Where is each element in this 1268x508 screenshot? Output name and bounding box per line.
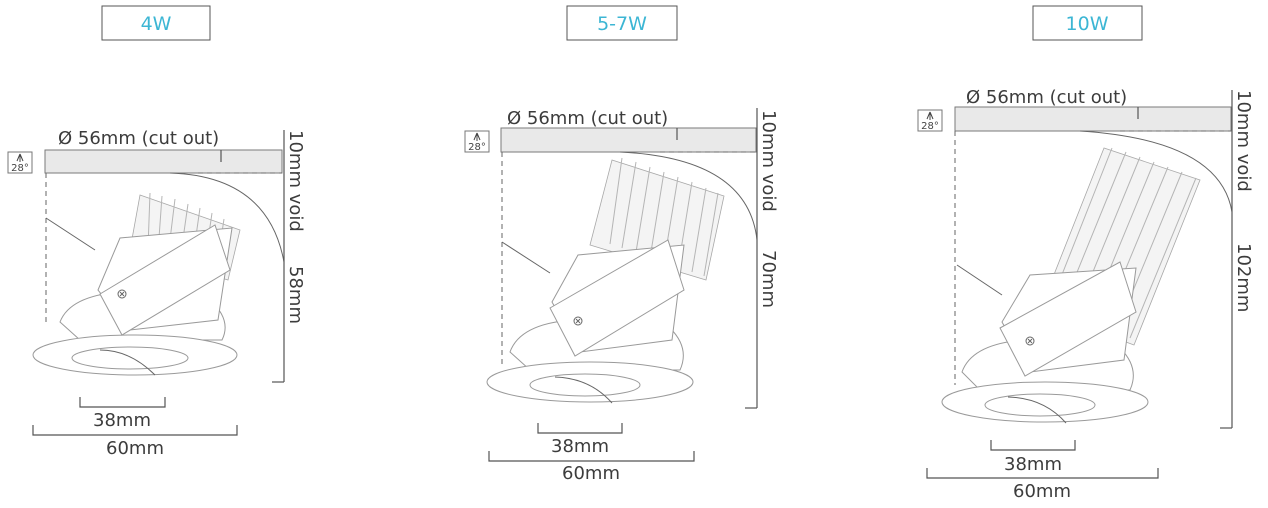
ceiling-slab <box>500 127 757 153</box>
cut-out-label: Ø 56mm (cut out) <box>966 87 1127 108</box>
height-label: 58mm <box>285 266 306 324</box>
wattage-box <box>101 5 211 41</box>
height-label: 102mm <box>1233 243 1254 312</box>
luminaire-drawing <box>32 192 241 376</box>
variant-4w: 4W 28° Ø 56mm (cut out) 10mm void 58mm <box>7 5 306 459</box>
tilt-angle-label: 28° <box>921 121 939 132</box>
inner-width-label: 38mm <box>1004 454 1062 475</box>
void-label: 10mm void <box>758 110 779 212</box>
wattage-box <box>1032 5 1143 41</box>
height-label: 70mm <box>758 250 779 308</box>
variant-10w: 10W 28° Ø 56mm (cut out) 10mm void 102mm <box>917 5 1254 502</box>
outer-width-label: 60mm <box>562 463 620 484</box>
luminaire-drawing <box>486 157 725 404</box>
wattage-label: 5-7W <box>597 13 647 35</box>
outer-width-label: 60mm <box>1013 481 1071 502</box>
luminaire-drawing <box>941 147 1201 424</box>
wattage-label: 4W <box>141 13 172 35</box>
outer-width-label: 60mm <box>106 438 164 459</box>
wattage-label: 10W <box>1066 13 1109 35</box>
tilt-angle-label: 28° <box>11 163 29 174</box>
void-label: 10mm void <box>285 130 306 232</box>
wattage-box <box>566 5 678 41</box>
ceiling-slab <box>44 149 283 174</box>
inner-width-label: 38mm <box>551 436 609 457</box>
cut-out-label: Ø 56mm (cut out) <box>507 108 668 129</box>
tilt-angle-icon: 28° <box>917 109 943 132</box>
void-label: 10mm void <box>1233 90 1254 192</box>
tilt-angle-icon: 28° <box>464 130 490 153</box>
variant-5-7w: 5-7W 28° Ø 56mm (cut out) 10mm void 70mm <box>464 5 779 484</box>
ceiling-slab <box>954 106 1232 132</box>
inner-width-label: 38mm <box>93 410 151 431</box>
tilt-angle-label: 28° <box>468 142 486 153</box>
tilt-angle-icon: 28° <box>7 151 33 174</box>
cut-out-label: Ø 56mm (cut out) <box>58 128 219 149</box>
